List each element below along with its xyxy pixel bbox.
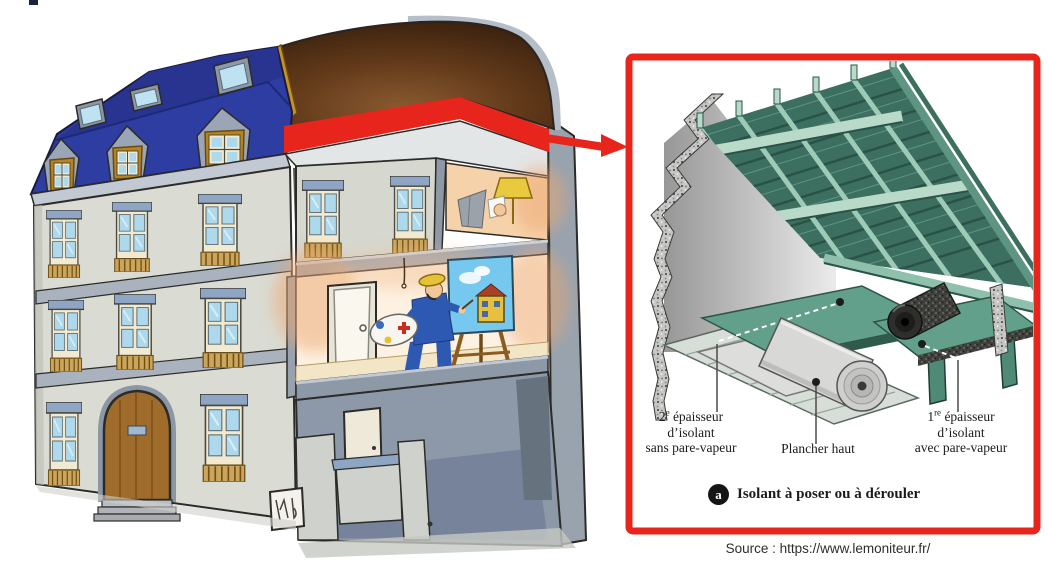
leader-dot-left (836, 298, 844, 306)
attic-floor-room (445, 162, 566, 241)
ground-shadow-left (36, 486, 296, 530)
label-plancher-haut: Plancher haut (781, 441, 855, 456)
house-group (29, 15, 588, 558)
basement-cutaway (294, 370, 564, 548)
entrance-door (93, 384, 181, 522)
facade-window (390, 176, 430, 254)
lampshade (492, 177, 534, 199)
red-highlight-band (284, 97, 549, 153)
attic-roof-rim (407, 15, 561, 131)
label-first-layer-line2: d’isolant (937, 424, 985, 440)
insulation-roll-dark (887, 281, 962, 340)
leader-lines (716, 344, 959, 444)
painter-figure (369, 273, 474, 382)
callout-arrow-shaft (545, 134, 605, 151)
caption-text: Isolant à poser ou à dérouler (737, 486, 921, 502)
facade-window (302, 180, 344, 258)
callout-arrow-head (601, 134, 628, 157)
interior-wall (664, 101, 836, 352)
caption-badge: a (708, 484, 729, 505)
label-first-layer: 1re épaisseur d’isolant avec pare-vapeur (902, 407, 1020, 456)
attic-interior (277, 20, 556, 131)
reader-head (493, 203, 507, 217)
label-second-layer-line3: sans pare-vapeur (645, 440, 737, 455)
skylight-windows (75, 56, 254, 130)
label-second-layer-line1: 2e épaisseur (658, 407, 724, 424)
easel-and-canvas (446, 254, 516, 379)
source-credit: Source : https://www.lemoniteur.fr/ (725, 541, 931, 556)
label-second-layer-line2: d’isolant (667, 424, 715, 440)
roof-ridge-line (52, 80, 291, 142)
jagged-wall-cut (650, 93, 725, 421)
cropped-letter-fragment (29, 0, 38, 5)
painter-room (273, 248, 569, 383)
label-first-layer-line1: 1re épaisseur (927, 407, 995, 424)
interior-door (333, 286, 371, 368)
label-first-layer-line3: avec pare-vapeur (914, 440, 1008, 455)
ground-shadow (298, 528, 576, 558)
inset-detail (625, 53, 1041, 535)
beret (418, 273, 446, 287)
label-second-layer: 2e épaisseur d’isolant sans pare-vapeur (633, 407, 749, 456)
insulation-highlight (284, 97, 628, 157)
cut-corner-strip (433, 157, 447, 251)
gable-wall-cut (989, 283, 1009, 357)
hanging-wire (403, 257, 406, 285)
inset-illustration (650, 61, 1033, 444)
inset-caption: a Isolant à poser ou à dérouler (708, 484, 920, 505)
insulation-roll-gray (758, 317, 888, 412)
dormer-windows (43, 106, 251, 196)
facade-left-edge-shade (34, 205, 44, 485)
leader-dot-right (918, 340, 926, 348)
leader-dot-center (812, 378, 820, 386)
newspaper (457, 189, 487, 229)
